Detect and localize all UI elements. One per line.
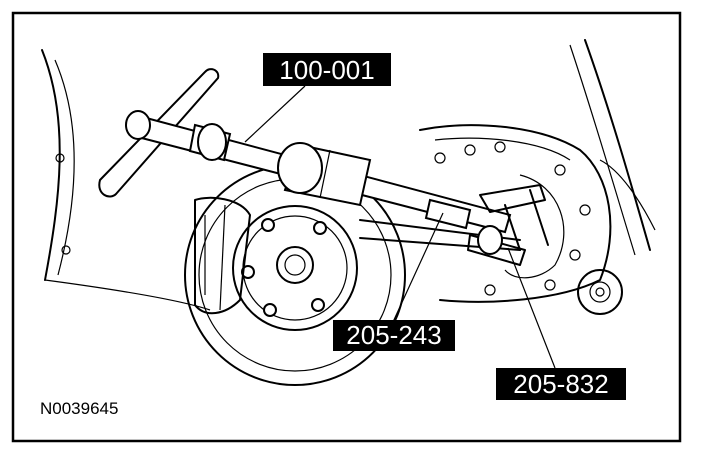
callout-205-243-text: 205-243 bbox=[346, 320, 441, 350]
mount-bushing bbox=[577, 269, 623, 315]
puller-tool bbox=[467, 184, 549, 266]
fender-outline bbox=[41, 49, 211, 311]
callout-205-832: 205-832 bbox=[496, 368, 626, 400]
callout-205-243: 205-243 bbox=[333, 320, 455, 351]
slide-hammer-tool bbox=[98, 68, 512, 234]
figure-frame bbox=[11, 11, 682, 443]
callout-100-001: 100-001 bbox=[263, 53, 391, 86]
brake-caliper bbox=[194, 196, 251, 315]
callout-100-001-text: 100-001 bbox=[279, 55, 374, 85]
leader-lines bbox=[244, 85, 556, 369]
transmission-housing bbox=[419, 124, 612, 303]
adapter-tool bbox=[424, 198, 472, 230]
callout-205-832-text: 205-832 bbox=[513, 369, 608, 399]
figure-id: N0039645 bbox=[40, 399, 118, 418]
body-outline-right bbox=[569, 39, 656, 256]
